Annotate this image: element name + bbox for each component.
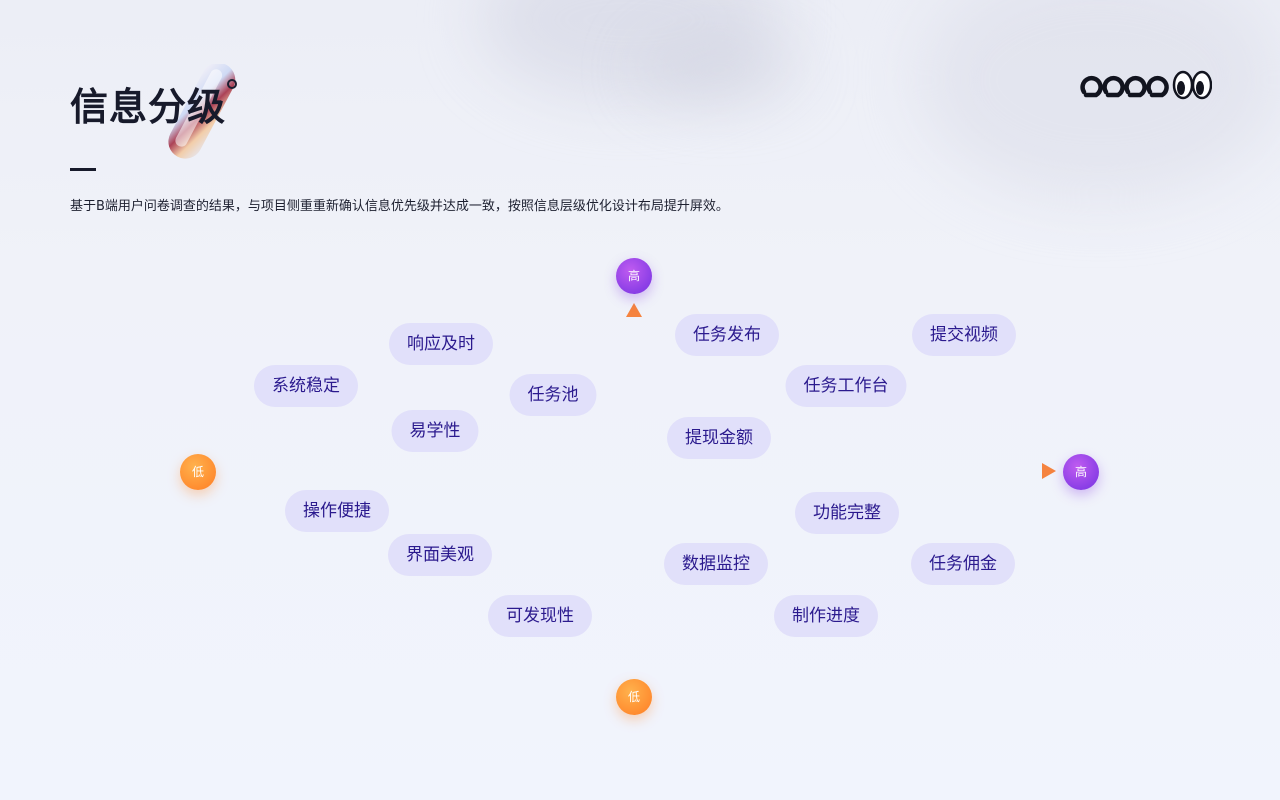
tag-production-progress: 制作进度: [774, 595, 878, 637]
brand-logo: [1080, 70, 1212, 100]
tag-task-workbench: 任务工作台: [785, 365, 907, 407]
tag-response-timely: 响应及时: [389, 323, 493, 365]
tag-task-pool: 任务池: [509, 374, 597, 416]
tag-task-publish: 任务发布: [675, 314, 779, 356]
y-axis-low-marker: 低: [616, 679, 652, 715]
tag-easy-operation: 操作便捷: [285, 490, 389, 532]
y-axis-arrowhead: [626, 303, 642, 317]
tag-learnability: 易学性: [391, 410, 479, 452]
glass-pill-decoration: [168, 64, 237, 159]
tag-beautiful-ui: 界面美观: [388, 534, 492, 576]
tag-discoverability: 可发现性: [488, 595, 592, 637]
page-subtitle: 基于B端用户问卷调查的结果，与项目侧重重新确认信息优先级并达成一致，按照信息层级…: [70, 199, 729, 214]
y-axis-high-marker: 高: [616, 258, 652, 294]
tag-data-monitoring: 数据监控: [664, 543, 768, 585]
x-axis-high-marker: 高: [1063, 454, 1099, 490]
tag-task-commission: 任务佣金: [911, 543, 1015, 585]
tag-withdraw-amount: 提现金额: [667, 417, 771, 459]
tag-system-stable: 系统稳定: [254, 365, 358, 407]
tag-submit-video: 提交视频: [912, 314, 1016, 356]
x-axis-low-marker: 低: [180, 454, 216, 490]
title-underline: [70, 168, 96, 171]
tag-complete-features: 功能完整: [795, 492, 899, 534]
page-title: 信息分级: [70, 85, 227, 129]
x-axis-arrowhead: [1042, 463, 1056, 479]
